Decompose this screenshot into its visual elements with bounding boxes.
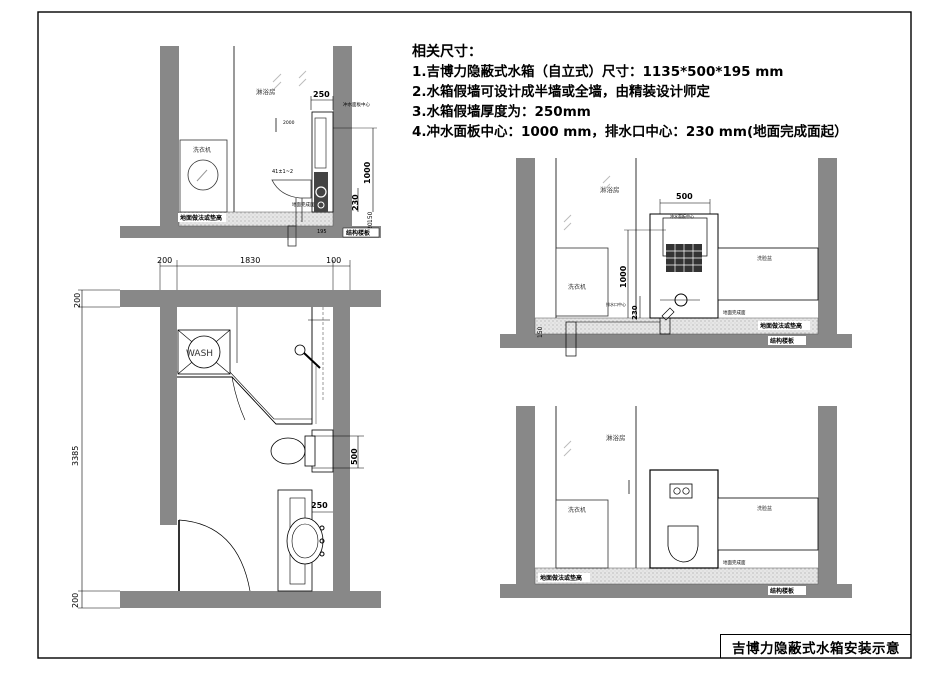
final-left-wall xyxy=(516,406,535,584)
note-line-4: 4.冲水面板中心：1000 mm，排水口中心：230 mm(地面完成面起） xyxy=(412,124,848,140)
final-right-wall xyxy=(818,406,837,584)
final-wc xyxy=(667,525,699,563)
front-dim-230: 230 xyxy=(631,305,639,320)
final-basin-label: 洗脸盆 xyxy=(757,505,772,512)
plan-right-wall xyxy=(333,307,350,591)
final-structure-note: 结构楼板 xyxy=(770,587,795,595)
flush-button-small xyxy=(673,487,681,495)
plan-wc xyxy=(270,437,306,465)
shower-head xyxy=(294,344,306,356)
structure-note: 结构楼板 xyxy=(346,229,371,237)
plan-top-wall xyxy=(120,290,381,307)
height-note: 2000 xyxy=(283,120,295,126)
dim-200-left-bottom: 200 xyxy=(71,593,80,608)
final-floor-method-note: 地面做法或垫高 xyxy=(540,574,582,582)
front-slab xyxy=(500,334,852,348)
flush-button-large xyxy=(682,487,690,495)
dim-1000: 1000 xyxy=(363,161,372,184)
shower-enclosure xyxy=(177,307,313,425)
final-section: 淋浴房 洗衣机 洗脸盆 地面完成面 地面做法或垫高 结构楼板 xyxy=(500,406,852,598)
front-basin-cabinet xyxy=(717,247,819,301)
front-washer xyxy=(555,247,609,317)
final-floor-finish-note: 地面完成面 xyxy=(723,559,746,566)
front-structure-note: 结构楼板 xyxy=(770,337,795,345)
front-dim-1000: 1000 xyxy=(619,265,628,288)
wc-pan xyxy=(271,179,312,199)
front-dim-150: 150 xyxy=(537,326,544,338)
dim-1830: 1830 xyxy=(240,256,260,265)
final-washer-label: 洗衣机 xyxy=(568,506,586,514)
front-section: 淋浴房 洗衣机 洗脸盆 500 1000 230 15 xyxy=(500,158,852,357)
front-drain-note: 排水口中心 xyxy=(606,301,626,307)
note-line-2: 2.水箱假墙可设计成半墙或全墙，由精装设计师定 xyxy=(412,84,711,100)
dim-250: 250 xyxy=(313,90,330,99)
structural-slab xyxy=(120,226,381,238)
door-swing xyxy=(178,519,251,592)
final-washer xyxy=(555,499,609,569)
washer-label: 洗衣机 xyxy=(193,146,211,154)
shower-label: 淋浴房 xyxy=(256,87,276,96)
front-left-wall xyxy=(516,158,535,334)
drawing-title: 吉博力隐蔽式水箱安装示意 xyxy=(732,640,900,657)
note-line-3: 3.水箱假墙厚度为：250mm xyxy=(412,104,591,120)
floor-method-note: 地面做法或垫高 xyxy=(180,214,222,222)
sheet-border xyxy=(37,11,912,659)
plan-dim-250: 250 xyxy=(311,501,328,510)
final-shower-label: 淋浴房 xyxy=(606,433,626,442)
dim-200-top: 200 xyxy=(157,256,172,265)
dim-230: 230 xyxy=(351,194,360,211)
note-line-1: 1.吉博力隐蔽式水箱（自立式）尺寸：1135*500*195 mm xyxy=(412,64,784,80)
front-right-wall xyxy=(818,158,837,334)
front-basin-label: 洗脸盆 xyxy=(757,255,772,262)
front-drain xyxy=(565,321,577,357)
front-floor-finish-note: 地面完成面 xyxy=(723,309,746,316)
notes-heading: 相关尺寸： xyxy=(412,44,482,60)
front-washer-label: 洗衣机 xyxy=(568,283,586,291)
plan-dim-500: 500 xyxy=(350,448,359,465)
final-basin-cabinet xyxy=(717,497,819,551)
dim-150: 150 xyxy=(367,211,374,223)
plan-basin xyxy=(286,517,324,565)
dim-20: 20 xyxy=(367,222,374,230)
dim-195: 195 xyxy=(317,229,327,235)
plan-left-wall xyxy=(160,307,177,591)
washer-text: WASH xyxy=(186,349,213,359)
front-panel-note: 冲水面板中心 xyxy=(670,213,694,219)
right-wall xyxy=(333,46,352,229)
front-shower-label: 淋浴房 xyxy=(600,185,620,194)
dim-100: 100 xyxy=(326,256,341,265)
panel-note: 冲水面板中心 xyxy=(343,101,370,108)
left-wall xyxy=(160,46,179,226)
flush-plate xyxy=(669,483,693,499)
front-dim-500: 500 xyxy=(676,192,693,201)
dim-200-left-top: 200 xyxy=(73,293,82,308)
front-floor-method-note: 地面做法或垫高 xyxy=(760,322,802,330)
final-slab xyxy=(500,584,852,598)
plan-view: 200 1830 100 200 3385 200 WASH 5 xyxy=(71,256,381,609)
basin-note: 41±1~2 xyxy=(272,169,293,175)
drain-pipe xyxy=(287,225,297,247)
plan-bottom-wall xyxy=(120,591,381,608)
dimension-notes: 相关尺寸： 1.吉博力隐蔽式水箱（自立式）尺寸：1135*500*195 mm … xyxy=(412,42,848,142)
dim-3385: 3385 xyxy=(71,446,80,466)
title-block: 吉博力隐蔽式水箱安装示意 xyxy=(720,634,911,658)
floor-finish-note: 地面完成面 xyxy=(292,201,315,208)
side-section: 淋浴房 洗衣机 250 1000 230 150 20 195 冲水面板中心 2… xyxy=(120,46,381,247)
